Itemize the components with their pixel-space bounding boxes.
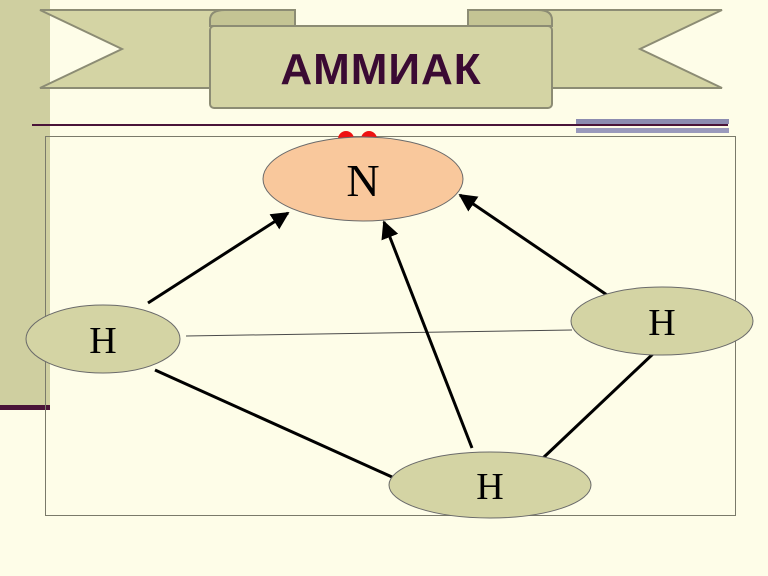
hydrogen-left-ellipse	[25, 304, 181, 374]
hydrogen-right-node: H	[570, 286, 754, 356]
hydrogen-bottom-ellipse	[388, 451, 592, 519]
nitrogen-ellipse	[262, 136, 464, 222]
banner-main-panel	[209, 25, 553, 109]
hydrogen-right-label: H	[648, 302, 675, 344]
hydrogen-left-node: H	[25, 304, 181, 374]
accent-bar	[576, 119, 729, 133]
nitrogen-node: N	[262, 136, 464, 222]
title-underline-rule	[32, 124, 728, 126]
bond-left-bottom	[154, 368, 393, 479]
side-bar-stripe	[0, 405, 50, 410]
h-h-thin-line	[185, 329, 573, 337]
nitrogen-label: N	[346, 155, 379, 206]
arrow-left-to-nitrogen	[147, 211, 290, 305]
banner-right-curl	[467, 9, 553, 27]
banner-title: АММИАК	[280, 45, 481, 94]
hydrogen-left-label: H	[89, 320, 116, 362]
title-banner: АММИАК	[39, 9, 723, 109]
hydrogen-right-ellipse	[570, 286, 754, 356]
banner-left-curl	[209, 9, 296, 27]
hydrogen-bottom-node: H	[388, 451, 592, 519]
arrow-bottom-to-nitrogen	[381, 220, 474, 449]
hydrogen-bottom-label: H	[476, 466, 503, 508]
bond-right-bottom	[541, 350, 657, 460]
arrow-right-to-nitrogen	[458, 193, 608, 297]
